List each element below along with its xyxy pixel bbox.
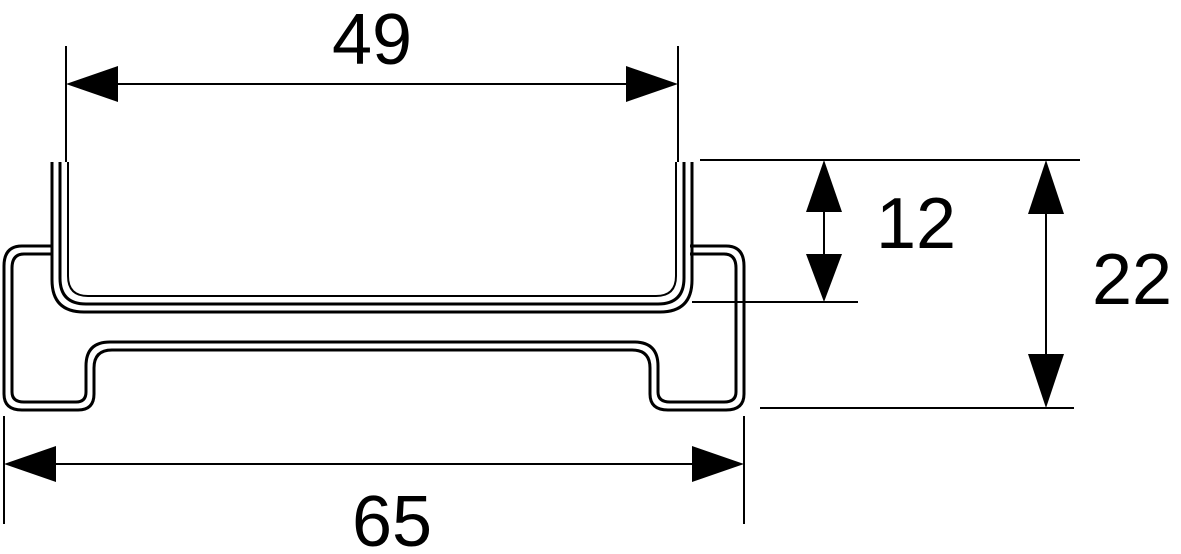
- channel-outer: [50, 162, 694, 314]
- arrow-49-left: [66, 66, 118, 102]
- arrow-22-top: [1028, 160, 1064, 214]
- label-65: 65: [352, 482, 432, 554]
- body-profile-inner: [10, 252, 738, 404]
- arrow-22-bottom: [1028, 354, 1064, 408]
- channel-inner: [58, 162, 686, 306]
- arrow-12-bottom: [806, 254, 842, 302]
- label-22: 22: [1092, 240, 1172, 320]
- label-12: 12: [876, 184, 956, 264]
- arrow-12-top: [806, 160, 842, 212]
- arrow-49-right: [626, 66, 678, 102]
- arrow-65-right: [692, 446, 744, 482]
- channel-lip: [67, 162, 677, 297]
- body-profile-outer: [2, 244, 746, 412]
- label-49: 49: [332, 0, 412, 80]
- arrow-65-left: [4, 446, 56, 482]
